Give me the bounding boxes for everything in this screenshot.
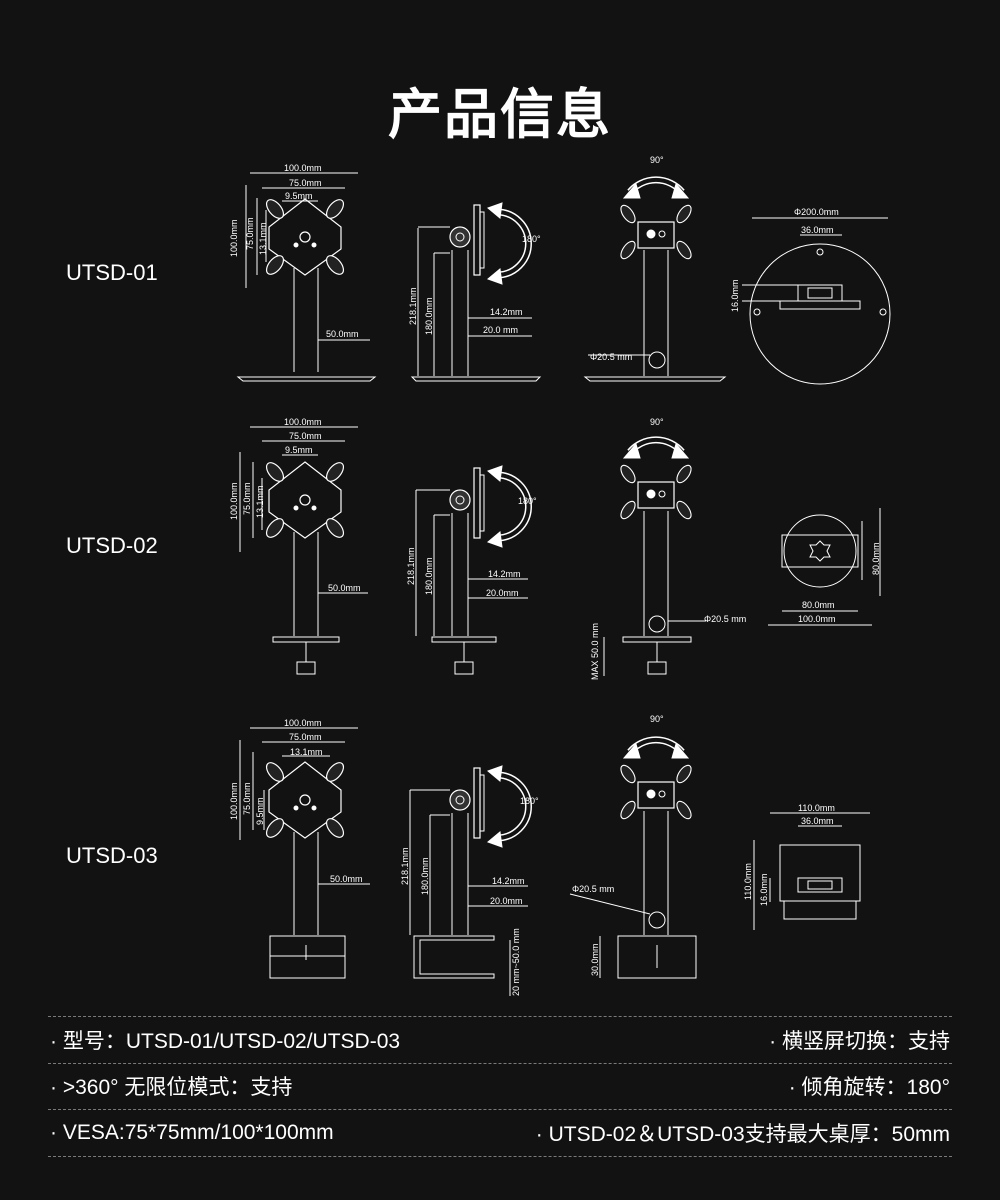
- utsd01-base-view: [742, 217, 891, 385]
- utsd02-dim-100-width: 100.0mm: [798, 614, 836, 624]
- utsd03-dim-110-width: 110.0mm: [798, 803, 835, 813]
- utsd02-dim-20: 20.0mm: [486, 588, 519, 598]
- utsd03-rotation-view: [569, 740, 696, 979]
- utsd02-dim-width-75: 75.0mm: [289, 431, 322, 441]
- page-title: 产品信息: [388, 83, 612, 146]
- utsd01-phi-200: Φ200.0mm: [794, 207, 839, 217]
- utsd01-dim-height-13_1: 13.1mm: [258, 222, 268, 255]
- spec-row-2: · >360° 无限位模式：支持 · 倾角旋转：180°: [48, 1063, 952, 1110]
- spec-max-desk-thickness: · UTSD-02＆UTSD-03支持最大桌厚：50mm: [535, 1123, 950, 1146]
- utsd01-rotation-view: [583, 180, 727, 382]
- utsd02-dim-width-100: 100.0mm: [284, 417, 322, 427]
- utsd01-phi-20_5: Φ20.5 mm: [590, 352, 632, 362]
- spec-model: · 型号：UTSD-01/UTSD-02/UTSD-03: [50, 1030, 401, 1053]
- utsd02-dim-14_2: 14.2mm: [488, 569, 521, 579]
- utsd01-dim-20: 20.0 mm: [483, 325, 518, 335]
- utsd01-front-view: [236, 172, 377, 382]
- utsd02-phi-20_5: Φ20.5 mm: [704, 614, 746, 624]
- utsd03-dim-16: 16.0mm: [759, 873, 769, 906]
- utsd02-dim-max-50: MAX 50.0 mm: [590, 623, 600, 680]
- utsd02-dim-80-width: 80.0mm: [802, 600, 835, 610]
- utsd01-dim-pole-50: 50.0mm: [326, 329, 359, 339]
- utsd02-dim-218_1: 218.1mm: [406, 547, 416, 585]
- utsd03-dim-218_1: 218.1mm: [400, 847, 410, 885]
- model-label-utsd-02: UTSD-02: [66, 533, 158, 558]
- utsd03-dim-20: 20.0mm: [490, 896, 523, 906]
- utsd01-dim-218_1: 218.1mm: [408, 287, 418, 325]
- utsd03-dim-pole-50: 50.0mm: [330, 874, 363, 884]
- utsd03-dim-height-9_5: 9.5mm: [255, 797, 265, 825]
- utsd01-dim-height-75: 75.0mm: [245, 217, 255, 250]
- utsd03-dim-width-100: 100.0mm: [284, 718, 322, 728]
- utsd03-rot-90: 90°: [650, 714, 664, 724]
- utsd01-dim-height-100: 100.0mm: [229, 219, 239, 257]
- utsd01-dim-width-100: 100.0mm: [284, 163, 322, 173]
- utsd01-dim-180: 180.0mm: [424, 297, 434, 335]
- utsd03-dim-height-75: 75.0mm: [242, 782, 252, 815]
- utsd03-dim-110-height: 110.0mm: [743, 863, 753, 900]
- utsd01-dim-width-75: 75.0mm: [289, 178, 322, 188]
- utsd02-dim-180: 180.0mm: [424, 557, 434, 595]
- utsd03-rot-180: 180°: [520, 796, 539, 806]
- utsd03-dim-30: 30.0mm: [590, 943, 600, 976]
- utsd03-dim-width-13_1: 13.1mm: [290, 747, 323, 757]
- utsd03-phi-20_5: Φ20.5 mm: [572, 884, 614, 894]
- utsd01-side-view: [410, 202, 542, 382]
- utsd02-dim-height-75: 75.0mm: [242, 482, 252, 515]
- utsd03-dim-36: 36.0mm: [801, 816, 834, 826]
- utsd02-front-view: [239, 426, 368, 675]
- utsd03-clamp-view: [753, 812, 870, 930]
- utsd01-dim-14_2: 14.2mm: [490, 307, 523, 317]
- utsd02-dim-height-100: 100.0mm: [229, 482, 239, 520]
- utsd03-dim-14_2: 14.2mm: [492, 876, 525, 886]
- utsd03-dim-width-75: 75.0mm: [289, 732, 322, 742]
- utsd01-dim-36: 36.0mm: [801, 225, 834, 235]
- utsd01-dim-width-9_5: 9.5mm: [285, 191, 313, 201]
- utsd02-side-view: [415, 465, 532, 675]
- utsd02-rot-180: 180°: [518, 496, 537, 506]
- utsd02-dim-80-height: 80.0mm: [871, 542, 881, 575]
- technical-drawings: 100.0mm 75.0mm 9.5mm 100.0mm 75.0mm 13.1…: [229, 155, 891, 996]
- spec-row-1: · 型号：UTSD-01/UTSD-02/UTSD-03 · 横竖屏切换：支持: [48, 1016, 952, 1064]
- utsd02-rot-90: 90°: [650, 417, 664, 427]
- model-label-utsd-01: UTSD-01: [66, 260, 158, 285]
- utsd03-dim-height-100: 100.0mm: [229, 782, 239, 820]
- utsd02-dim-height-13_1: 13.1mm: [255, 485, 265, 518]
- utsd03-dim-range-20-50: 20 mm~50.0 mm: [511, 928, 521, 996]
- utsd03-side-view: [409, 765, 532, 996]
- utsd02-dim-pole-50: 50.0mm: [328, 583, 361, 593]
- utsd03-front-view: [239, 727, 370, 979]
- spec-orientation-switch: · 横竖屏切换：支持: [769, 1030, 950, 1053]
- spec-row-3: · VESA:75*75mm/100*100mm · UTSD-02＆UTSD-…: [48, 1110, 952, 1157]
- utsd01-rot-180: 180°: [522, 234, 541, 244]
- utsd01-dim-16: 16.0mm: [730, 279, 740, 312]
- spec-vesa: · VESA:75*75mm/100*100mm: [50, 1121, 334, 1144]
- utsd03-dim-180: 180.0mm: [420, 857, 430, 895]
- spec-tilt-rotation: · 倾角旋转：180°: [788, 1076, 950, 1099]
- spec-unlimited-rotation: · >360° 无限位模式：支持: [50, 1076, 293, 1099]
- utsd02-rotation-view: [603, 440, 706, 676]
- utsd02-clamp-view: [768, 508, 881, 626]
- model-label-utsd-03: UTSD-03: [66, 843, 158, 868]
- utsd02-dim-width-9_5: 9.5mm: [285, 445, 313, 455]
- utsd01-rot-90: 90°: [650, 155, 664, 165]
